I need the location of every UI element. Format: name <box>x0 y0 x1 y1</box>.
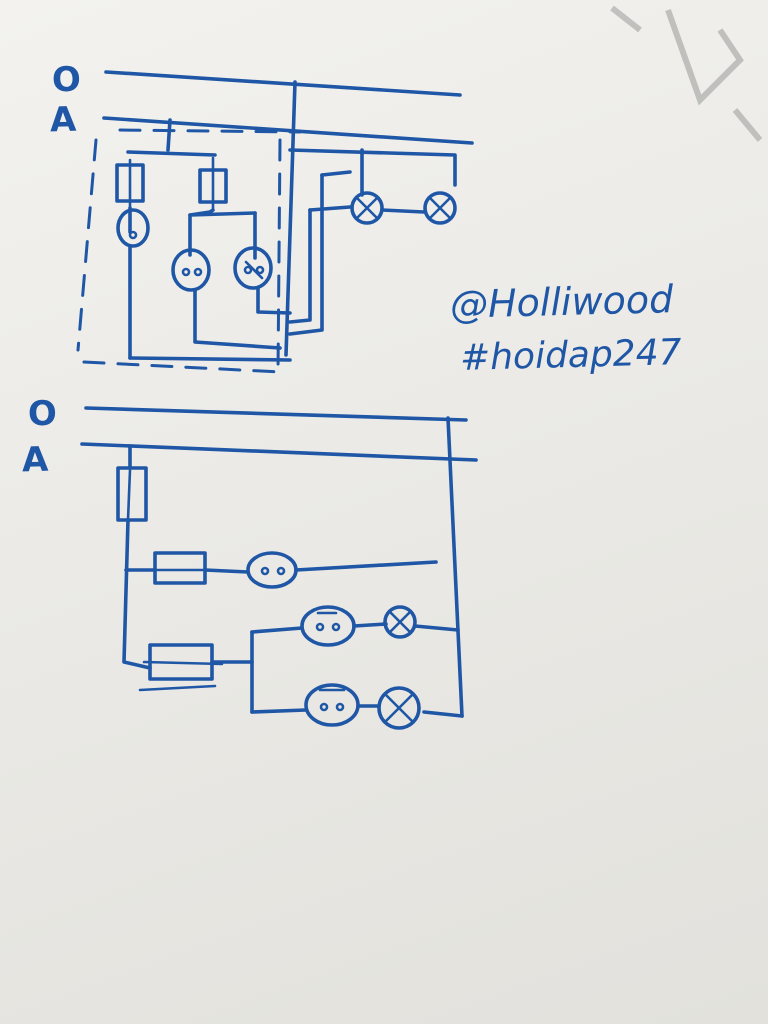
neutral-line-2 <box>84 406 468 422</box>
switch-1b <box>233 246 273 290</box>
phase-label-2: A <box>21 439 49 481</box>
switch-2b <box>304 683 360 727</box>
lamp-2a <box>383 605 417 639</box>
distribution-board-outline-1 <box>76 128 302 374</box>
signature-line-1: @Holliwood <box>449 277 674 327</box>
main-fuse-2 <box>116 466 148 522</box>
lamp-1a <box>350 191 384 225</box>
socket-1 <box>116 208 150 248</box>
signature-line-2: #hoidap247 <box>459 332 682 379</box>
fuse-2a <box>148 551 212 585</box>
switch-1a <box>171 248 211 292</box>
neutral-label-2: O <box>27 393 58 435</box>
switch-2a <box>300 605 356 647</box>
neutral-line-1 <box>104 70 462 97</box>
neutral-drop-1 <box>284 80 297 357</box>
neutral-drop-2 <box>446 416 464 718</box>
lamp-2b <box>377 686 421 730</box>
fuse-2b <box>138 643 224 692</box>
fuse-1b <box>198 156 228 212</box>
socket-2 <box>246 551 298 589</box>
phase-line-1 <box>102 116 474 145</box>
phase-label-1: A <box>49 99 77 141</box>
fuse-1a <box>115 158 145 210</box>
phase-line-2 <box>80 442 478 462</box>
lamp-1b <box>423 191 457 225</box>
neutral-label-1: O <box>51 59 82 101</box>
